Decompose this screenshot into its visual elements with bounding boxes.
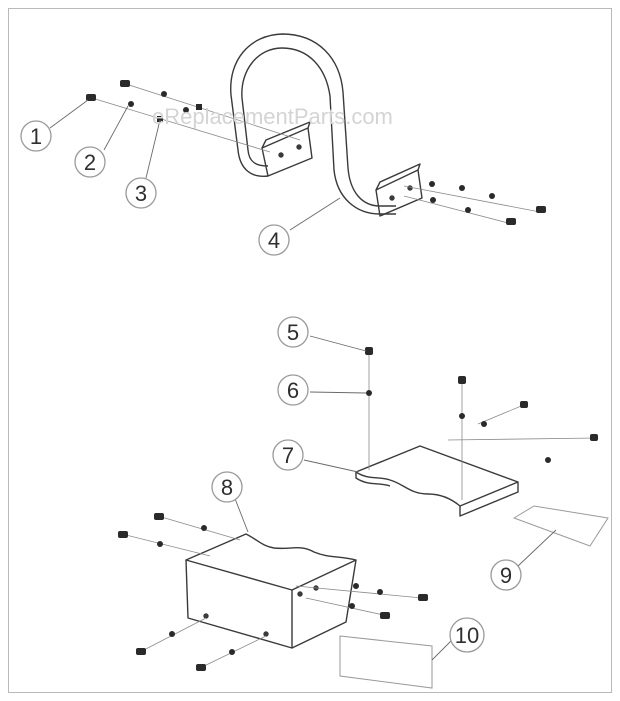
label-part-10 — [339, 635, 433, 689]
washer-part-6 — [366, 390, 598, 463]
watermark-text: eReplacementParts.com — [152, 104, 393, 129]
callout-8-label: 8 — [221, 475, 233, 500]
bracket-8-hardware — [118, 513, 428, 671]
left-bolt-axis-lines — [91, 83, 541, 225]
nut-part-3 — [157, 104, 202, 122]
callout-5-label: 5 — [287, 320, 299, 345]
right-hardware — [429, 181, 546, 225]
callout-2-label: 2 — [84, 150, 96, 175]
callout-circles — [20, 120, 522, 653]
label-part-9 — [512, 505, 609, 547]
callout-6-label: 6 — [287, 378, 299, 403]
bracket-part-7 — [355, 445, 519, 517]
bracket-7-axis-lines — [368, 352, 597, 500]
bolt-part-1 — [86, 80, 130, 101]
leader-lines — [49, 99, 557, 661]
bracket-part-8 — [185, 533, 357, 649]
callout-numbers: 1 2 3 4 5 6 7 8 9 10 — [30, 124, 512, 648]
bracket-8-axis-lines — [121, 515, 423, 669]
callout-4-label: 4 — [268, 228, 280, 253]
callout-10-label: 10 — [455, 623, 479, 648]
washer-part-2 — [128, 91, 189, 113]
callout-3-label: 3 — [135, 181, 147, 206]
callout-7-label: 7 — [282, 443, 294, 468]
callout-9-label: 9 — [500, 563, 512, 588]
handle-bar-part-4 — [230, 33, 423, 217]
screw-part-5 — [365, 347, 466, 384]
callout-1-label: 1 — [30, 124, 42, 149]
